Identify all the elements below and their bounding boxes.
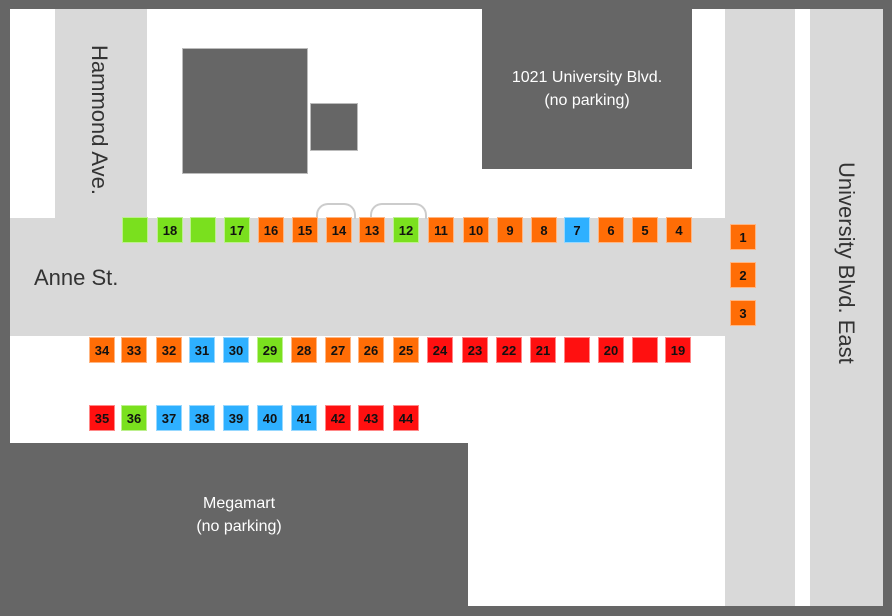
- parking-space[interactable]: 36: [121, 405, 147, 431]
- building-name: 1021 University Blvd.: [511, 69, 663, 86]
- parking-space[interactable]: 10: [463, 217, 489, 243]
- curb-arc: [370, 203, 427, 219]
- parking-space[interactable]: [564, 337, 590, 363]
- parking-space[interactable]: 25: [393, 337, 419, 363]
- parking-space[interactable]: 29: [257, 337, 283, 363]
- hammond-ave-label: Hammond Ave.: [87, 45, 112, 196]
- parking-space[interactable]: 22: [496, 337, 522, 363]
- university-blvd-label: University Blvd. East: [834, 162, 859, 364]
- parking-space[interactable]: 6: [598, 217, 624, 243]
- parking-space[interactable]: 11: [428, 217, 454, 243]
- building-large: [182, 48, 308, 174]
- parking-space[interactable]: 15: [292, 217, 318, 243]
- parking-space[interactable]: 33: [121, 337, 147, 363]
- parking-space[interactable]: 38: [189, 405, 215, 431]
- parking-space[interactable]: 4: [666, 217, 692, 243]
- parking-space[interactable]: 13: [359, 217, 385, 243]
- parking-space[interactable]: 16: [258, 217, 284, 243]
- parking-space[interactable]: 28: [291, 337, 317, 363]
- building-small: [310, 103, 358, 151]
- parking-space[interactable]: 17: [224, 217, 250, 243]
- hammond-ave-road: [55, 9, 147, 218]
- parking-space[interactable]: 5: [632, 217, 658, 243]
- building-1021-university: 1021 University Blvd. (no parking): [482, 9, 692, 169]
- parking-space[interactable]: 35: [89, 405, 115, 431]
- parking-space[interactable]: 19: [665, 337, 691, 363]
- university-blvd-road-east: [810, 9, 883, 606]
- parking-space[interactable]: 27: [325, 337, 351, 363]
- parking-space[interactable]: 23: [462, 337, 488, 363]
- parking-space[interactable]: 34: [89, 337, 115, 363]
- lot-area-lower: [468, 443, 725, 606]
- parking-space[interactable]: 1: [730, 224, 756, 250]
- parking-space[interactable]: 8: [531, 217, 557, 243]
- parking-space[interactable]: 40: [257, 405, 283, 431]
- parking-space[interactable]: [190, 217, 216, 243]
- parking-space[interactable]: 41: [291, 405, 317, 431]
- parking-space[interactable]: 37: [156, 405, 182, 431]
- curb-arc: [316, 203, 356, 219]
- parking-space[interactable]: 30: [223, 337, 249, 363]
- building-name: Megamart: [202, 494, 276, 512]
- parking-space[interactable]: 43: [358, 405, 384, 431]
- parking-space[interactable]: 24: [427, 337, 453, 363]
- parking-space[interactable]: 44: [393, 405, 419, 431]
- parking-space[interactable]: 7: [564, 217, 590, 243]
- building-megamart: Megamart (no parking): [10, 443, 468, 616]
- parking-space[interactable]: 3: [730, 300, 756, 326]
- parking-space[interactable]: 42: [325, 405, 351, 431]
- parking-space[interactable]: 9: [497, 217, 523, 243]
- parking-space[interactable]: 26: [358, 337, 384, 363]
- parking-space[interactable]: 32: [156, 337, 182, 363]
- anne-st-label: Anne St.: [34, 265, 119, 290]
- parking-space[interactable]: 18: [157, 217, 183, 243]
- parking-space[interactable]: 39: [223, 405, 249, 431]
- median: [795, 9, 810, 606]
- parking-space[interactable]: 12: [393, 217, 419, 243]
- parking-space[interactable]: 21: [530, 337, 556, 363]
- parking-space[interactable]: 20: [598, 337, 624, 363]
- building-note: (no parking): [544, 92, 630, 109]
- building-note: (no parking): [196, 517, 282, 535]
- parking-space[interactable]: 14: [326, 217, 352, 243]
- parking-space[interactable]: [632, 337, 658, 363]
- parking-space[interactable]: 2: [730, 262, 756, 288]
- parking-space[interactable]: 31: [189, 337, 215, 363]
- parking-space[interactable]: [122, 217, 148, 243]
